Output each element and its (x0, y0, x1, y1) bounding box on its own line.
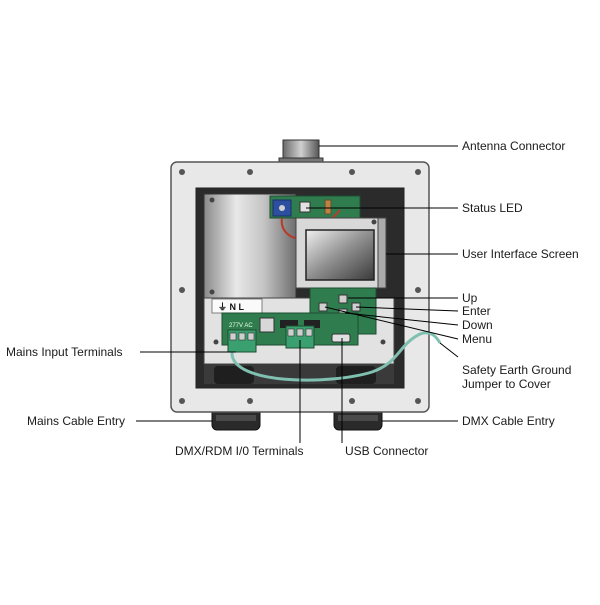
label-up: Up (462, 291, 478, 305)
label-down: Down (462, 318, 493, 332)
label-mains-input-terminals: Mains Input Terminals (6, 345, 123, 359)
label-dmx-rdm-io-terminals: DMX/RDM I/0 Terminals (175, 444, 304, 458)
usb-connector-part (331, 333, 351, 343)
dmx-terminal-block (285, 325, 315, 349)
label-mains-cable-entry: Mains Cable Entry (27, 414, 126, 428)
label-status-led: Status LED (462, 201, 523, 215)
mains-terminal-block (227, 329, 257, 353)
label-menu: Menu (462, 332, 493, 346)
ui-screen-bracket (295, 217, 387, 289)
label-enter: Enter (462, 304, 491, 318)
leader-lines (136, 145, 459, 443)
label-usb-connector: USB Connector (345, 444, 429, 458)
label-dmx-cable-entry: DMX Cable Entry (462, 414, 555, 428)
voltage-marking: 277V AC (229, 323, 253, 329)
mains-plate-marking: ⏚ N L (218, 302, 244, 312)
flange-screws (179, 169, 421, 404)
label-user-interface-screen: User Interface Screen (462, 247, 579, 261)
label-safety-earth-line2: Jumper to Cover (462, 377, 551, 391)
label-antenna-connector: Antenna Connector (462, 139, 566, 153)
status-board (269, 195, 361, 219)
label-safety-earth-line1: Safety Earth Ground (462, 363, 572, 377)
earth-ground-jumper (230, 331, 442, 382)
